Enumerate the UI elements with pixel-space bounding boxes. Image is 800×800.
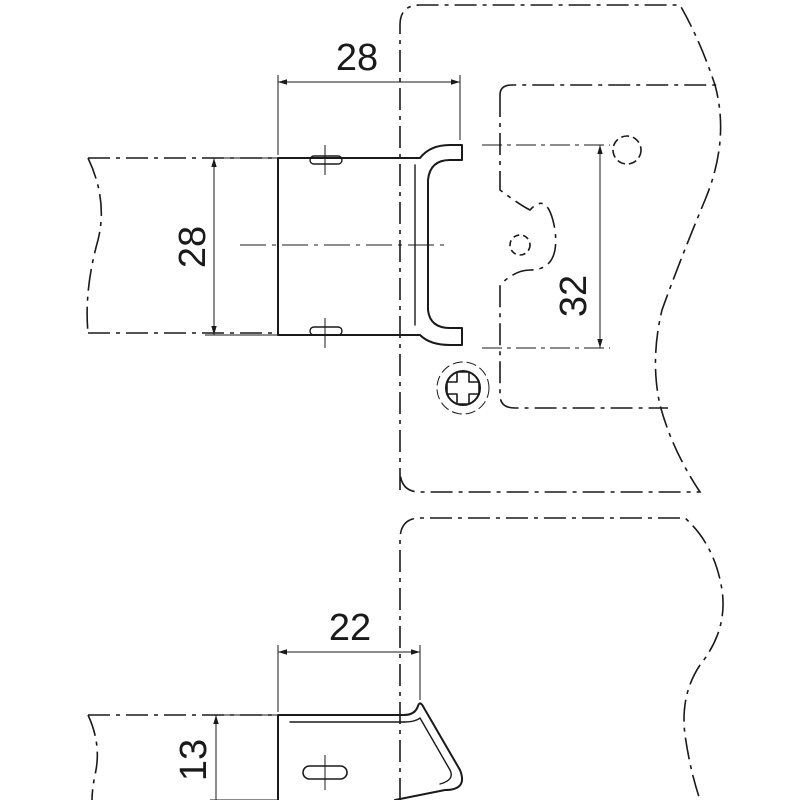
top-view: 28 28 32 <box>86 4 722 493</box>
hole-middle <box>509 234 531 256</box>
mounting-plate-outline <box>499 84 718 409</box>
bottom-panel-outline <box>399 517 724 800</box>
bottom-clip-body <box>277 702 464 800</box>
dim-clip-top-width: 28 <box>336 37 378 79</box>
hole-upper <box>612 135 642 165</box>
dim-clip-top-height: 28 <box>172 226 214 268</box>
dim-clip-bottom-height: 13 <box>173 739 215 781</box>
slot-upper <box>309 155 343 165</box>
dim-slot-spacing: 32 <box>553 275 595 317</box>
bottom-clip-inner <box>403 717 452 785</box>
dim-clip-bottom-width: 22 <box>329 607 371 649</box>
top-panel-outline <box>399 4 722 493</box>
slot-lower <box>309 326 343 336</box>
bottom-view: 22 13 <box>87 517 724 800</box>
screw-icon <box>436 361 490 415</box>
